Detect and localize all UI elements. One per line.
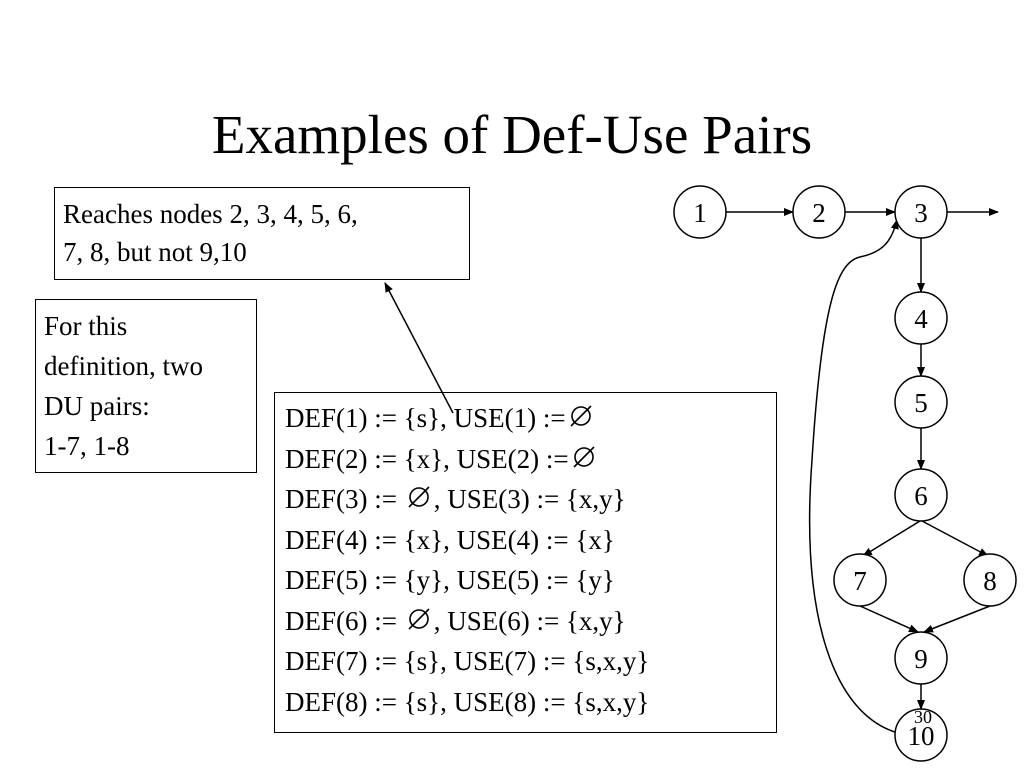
node-label: 2 (812, 198, 826, 228)
def-use-text: DEF(2) := {x}, USE(2) := (285, 443, 569, 474)
du-pairs-note-line: 1-7, 1-8 (44, 431, 130, 461)
du-pairs-note-box: For this definition, two DU pairs: 1-7, … (35, 299, 257, 473)
empty-set-icon (570, 405, 592, 427)
def-use-line-6: DEF(6) := , USE(6) := {x,y} (285, 601, 766, 642)
def-use-line-1: DEF(1) := {s}, USE(1) := (285, 398, 766, 439)
def-use-text: DEF(1) := {s}, USE(1) := (285, 403, 566, 433)
def-use-line-5: DEF(5) := {y}, USE(5) := {y} (285, 560, 766, 601)
empty-set-icon (408, 486, 430, 508)
graph-node-8: 8 (963, 553, 1017, 607)
graph-node-4: 4 (894, 291, 948, 345)
du-pairs-note-line: definition, two (44, 351, 203, 381)
node-label: 5 (914, 388, 928, 418)
def-use-text: DEF(5) := {y}, USE(5) := {y} (285, 565, 615, 595)
def-use-text: DEF(6) := (285, 605, 397, 636)
graph-node-5: 5 (894, 375, 948, 429)
node-label: 4 (914, 304, 928, 334)
slide-title: Examples of Def-Use Pairs (211, 104, 813, 165)
reaches-note-line: 7, 8, but not 9,10 (63, 237, 247, 267)
edge-6-7 (862, 520, 921, 557)
def-use-line-4: DEF(4) := {x}, USE(4) := {x} (285, 520, 766, 561)
du-pairs-note-line: For this (44, 311, 128, 341)
graph-node-1: 1 (673, 185, 727, 239)
node-label: 1 (693, 198, 707, 228)
def-use-line-2: DEF(2) := {x}, USE(2) := (285, 439, 766, 480)
du-pairs-note-line: DU pairs: (44, 391, 150, 421)
def-use-text: DEF(8) := {s}, USE(8) := {s,x,y} (285, 686, 650, 717)
edge-6-8 (921, 520, 989, 557)
def-use-line-8: DEF(8) := {s}, USE(8) := {s,x,y} (285, 682, 766, 723)
reaches-note-line: Reaches nodes 2, 3, 4, 5, 6, (63, 199, 358, 229)
def-use-text: , USE(3) := {x,y} (433, 484, 626, 514)
graph-node-6: 6 (894, 468, 948, 522)
def-use-line-7: DEF(7) := {s}, USE(7) := {s,x,y} (285, 641, 766, 682)
node-label: 6 (914, 481, 928, 511)
node-label: 3 (914, 198, 928, 228)
graph-node-7: 7 (833, 553, 887, 607)
node-label: 7 (853, 566, 867, 596)
def-use-text: DEF(4) := {x}, USE(4) := {x} (285, 524, 615, 555)
empty-set-icon (408, 607, 430, 630)
def-use-line-3: DEF(3) := , USE(3) := {x,y} (285, 479, 766, 520)
node-label: 9 (914, 644, 928, 674)
graph-node-2: 2 (792, 185, 846, 239)
edge-10-3-back (809, 219, 899, 734)
edge-7-9 (859, 605, 919, 633)
def-use-text: DEF(7) := {s}, USE(7) := {s,x,y} (285, 646, 650, 676)
def-use-text: , USE(6) := {x,y} (433, 605, 626, 636)
edge-8-9 (923, 605, 991, 633)
empty-set-icon (573, 445, 595, 468)
def-use-sets-box: DEF(1) := {s}, USE(1) := DEF(2) := {x}, … (274, 392, 777, 733)
graph-node-3: 3 (894, 185, 948, 239)
def-use-text: DEF(3) := (285, 484, 397, 514)
page-number: 30 (914, 707, 932, 727)
graph-node-9: 9 (894, 631, 948, 685)
reaches-note-box: Reaches nodes 2, 3, 4, 5, 6, 7, 8, but n… (54, 187, 470, 280)
node-label: 8 (983, 566, 997, 596)
